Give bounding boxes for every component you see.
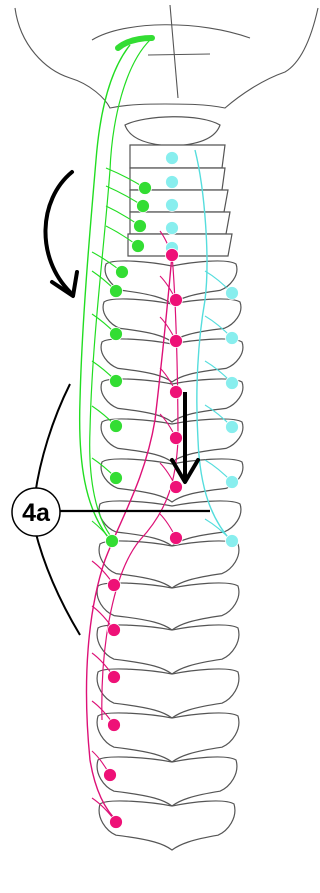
magenta-ganglion-dot (108, 671, 121, 684)
green-ganglion-dot (132, 240, 145, 253)
magenta-ganglion-dot (108, 624, 121, 637)
callout-4a-label: 4a (22, 499, 51, 527)
callout-4a: 4a (12, 488, 60, 536)
magenta-ganglion-dot (170, 481, 183, 494)
cyan-ganglion-dot (226, 476, 239, 489)
magenta-ganglion-dot (104, 769, 117, 782)
vertebra (99, 541, 239, 588)
magenta-ganglion-dot (170, 294, 183, 307)
magenta-ganglion-dot (170, 432, 183, 445)
magenta-ganglion-dot (170, 386, 183, 399)
magenta-ganglion-dot (170, 335, 183, 348)
green-ganglion-dot (116, 266, 129, 279)
green-ganglion-dot (134, 220, 147, 233)
green-ganglion-dot (110, 375, 123, 388)
green-ganglion-dot (137, 200, 150, 213)
magenta-ganglion-dot (170, 532, 183, 545)
magenta-ganglion-dot (110, 816, 123, 829)
cyan-ganglion-dot (166, 152, 179, 165)
magenta-ganglion-dot (108, 579, 121, 592)
skull-base (15, 5, 318, 108)
thoracic-lumbar-vertebrae (97, 261, 243, 850)
cyan-ganglion-dot (166, 199, 179, 212)
cyan-ganglion-dot (226, 377, 239, 390)
cyan-ganglion-dot (226, 332, 239, 345)
green-ganglion-dot (106, 535, 119, 548)
vertebra (97, 757, 237, 806)
cyan-ganglion-dot (226, 421, 239, 434)
magenta-ganglion-dot (108, 719, 121, 732)
green-ganglion-dot (110, 472, 123, 485)
cyan-ganglion-dot (166, 176, 179, 189)
green-ganglion-dot (110, 285, 123, 298)
cyan-ganglion-dot (226, 535, 239, 548)
magenta-ganglion-dot (166, 249, 179, 262)
curved-arrow (45, 172, 77, 296)
green-ganglion-dot (139, 182, 152, 195)
green-ganglion-dot (110, 420, 123, 433)
cyan-ganglion-dot (226, 287, 239, 300)
cyan-ganglion-dot (166, 222, 179, 235)
green-ganglion-dot (110, 328, 123, 341)
